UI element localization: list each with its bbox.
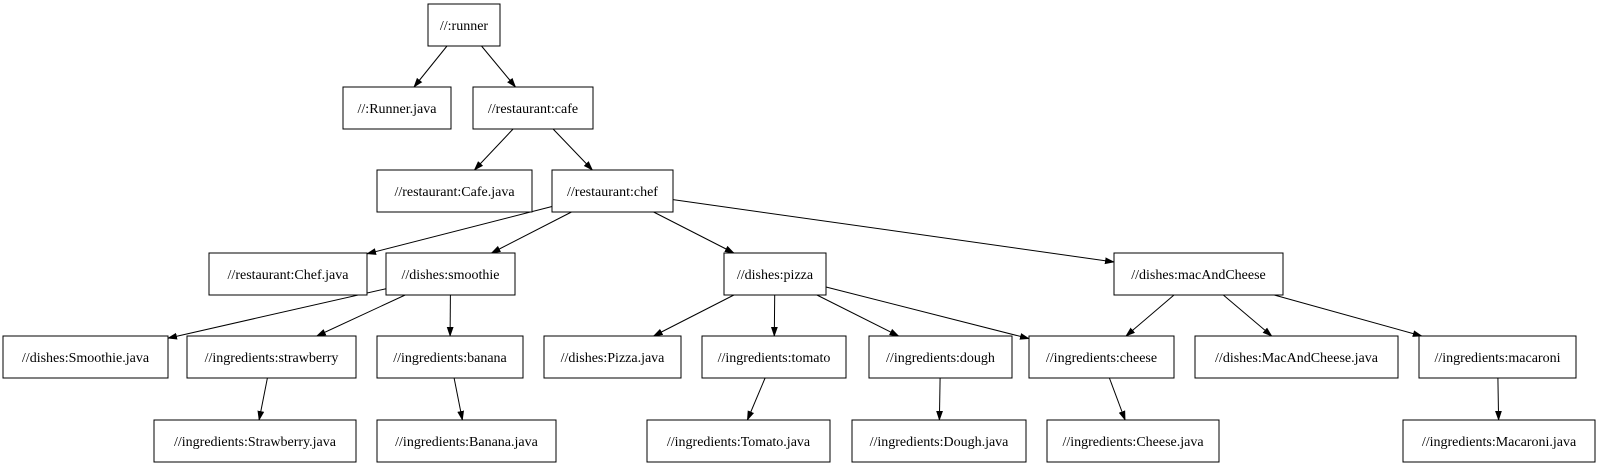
node-label: //ingredients:macaroni [1435, 351, 1561, 366]
graph-node-mac-and-cheese: //dishes:macAndCheese [1113, 252, 1284, 296]
node-box [2, 335, 169, 379]
node-box [551, 169, 674, 213]
graph-edge-pizza-to-cheese [825, 286, 1030, 340]
node-box [646, 419, 831, 463]
node-label: //dishes:pizza [737, 268, 814, 283]
graph-node-macaroni-java: //ingredients:Macaroni.java [1402, 419, 1596, 463]
node-label: //ingredients:Tomato.java [667, 435, 811, 450]
graph-node-cheese-java: //ingredients:Cheese.java [1046, 419, 1220, 463]
graph-node-pizza-java: //dishes:Pizza.java [543, 335, 682, 379]
graph-edge-mac-and-cheese-to-macaroni [1274, 294, 1423, 337]
graph-node-chef: //restaurant:chef [551, 169, 674, 213]
graph-node-dough: //ingredients:dough [868, 335, 1013, 379]
node-label: //restaurant:chef [567, 185, 658, 200]
graph-edge-chef-to-mac-and-cheese [672, 199, 1115, 265]
node-box [376, 335, 524, 379]
graph-edge-cheese-to-cheese-java [1108, 377, 1126, 421]
graph-node-tomato: //ingredients:tomato [701, 335, 847, 379]
graph-node-chef-java: //restaurant:Chef.java [208, 252, 368, 296]
graph-node-smoothie: //dishes:smoothie [385, 252, 516, 296]
graph-edge-runner-to-cafe [481, 45, 517, 88]
graph-node-cheese: //ingredients:cheese [1028, 335, 1175, 379]
node-label: //ingredients:tomato [718, 351, 831, 366]
graph-edge-pizza-to-pizza-java [652, 294, 735, 337]
node-box [1418, 335, 1577, 379]
node-box [427, 3, 501, 47]
graph-node-strawberry-java: //ingredients:Strawberry.java [153, 419, 357, 463]
node-label: //restaurant:Chef.java [228, 268, 350, 283]
node-box [385, 252, 516, 296]
graph-node-runner-java: //:Runner.java [342, 86, 452, 130]
graph-edge-banana-to-banana-java [453, 377, 464, 421]
node-box [1028, 335, 1175, 379]
node-label: //:Runner.java [358, 102, 438, 117]
graph-node-cafe: //restaurant:cafe [472, 86, 594, 130]
graph-node-runner: //:runner [427, 3, 501, 47]
graph-edge-tomato-to-tomato-java [746, 377, 766, 421]
graph-edge-dough-to-dough-java [936, 377, 943, 421]
graph-node-mac-and-cheese-java: //dishes:MacAndCheese.java [1194, 335, 1399, 379]
graph-edge-chef-to-smoothie [490, 211, 572, 254]
graph-edge-mac-and-cheese-to-mac-and-cheese-java [1222, 294, 1273, 337]
node-box [1402, 419, 1596, 463]
node-label: //dishes:smoothie [402, 268, 500, 283]
node-label: //ingredients:Cheese.java [1062, 435, 1204, 450]
node-box [376, 169, 533, 213]
node-label: //ingredients:Strawberry.java [174, 435, 337, 450]
graph-node-smoothie-java: //dishes:Smoothie.java [2, 335, 169, 379]
node-label: //restaurant:Cafe.java [394, 185, 515, 200]
graph-edge-mac-and-cheese-to-cheese [1125, 294, 1175, 337]
graph-node-strawberry: //ingredients:strawberry [186, 335, 357, 379]
node-box [186, 335, 357, 379]
node-box [1046, 419, 1220, 463]
node-label: //ingredients:Banana.java [395, 435, 538, 450]
graph-node-banana: //ingredients:banana [376, 335, 524, 379]
node-box [376, 419, 557, 463]
node-box [1194, 335, 1399, 379]
graph-edge-pizza-to-dough [816, 294, 900, 337]
node-label: //ingredients:cheese [1046, 351, 1157, 366]
node-label: //dishes:MacAndCheese.java [1215, 351, 1379, 366]
graph-node-pizza: //dishes:pizza [723, 252, 827, 296]
graph-node-banana-java: //ingredients:Banana.java [376, 419, 557, 463]
graph-edge-cafe-to-chef [552, 128, 594, 171]
node-box [851, 419, 1027, 463]
graph-edge-strawberry-to-strawberry-java [257, 377, 268, 421]
node-box [342, 86, 452, 130]
graph-node-cafe-java: //restaurant:Cafe.java [376, 169, 533, 213]
graph-edge-smoothie-to-smoothie-java [167, 288, 387, 340]
node-box [472, 86, 594, 130]
node-box [153, 419, 357, 463]
graph-edge-chef-to-pizza [653, 211, 735, 254]
graph-edge-smoothie-to-strawberry [315, 294, 406, 337]
node-box [723, 252, 827, 296]
graph-edge-macaroni-to-macaroni-java [1495, 377, 1502, 421]
node-box [701, 335, 847, 379]
node-label: //ingredients:dough [886, 351, 995, 366]
node-label: //dishes:macAndCheese [1131, 268, 1266, 283]
node-label: //ingredients:Macaroni.java [1422, 435, 1577, 450]
graph-node-macaroni: //ingredients:macaroni [1418, 335, 1577, 379]
node-box [1113, 252, 1284, 296]
node-label: //dishes:Pizza.java [561, 351, 666, 366]
node-label: //ingredients:Dough.java [870, 435, 1010, 450]
graph-node-dough-java: //ingredients:Dough.java [851, 419, 1027, 463]
node-label: //restaurant:cafe [488, 102, 578, 117]
node-label: //dishes:Smoothie.java [22, 351, 150, 366]
graph-edge-runner-to-runner-java [413, 45, 448, 88]
node-box [208, 252, 368, 296]
graph-edge-chef-to-chef-java [366, 206, 553, 255]
node-label: //ingredients:banana [393, 351, 507, 366]
graph-edge-cafe-to-cafe-java [473, 128, 514, 171]
node-label: //:runner [440, 19, 489, 34]
graph-node-tomato-java: //ingredients:Tomato.java [646, 419, 831, 463]
node-box [868, 335, 1013, 379]
node-box [543, 335, 682, 379]
node-label: //ingredients:strawberry [205, 351, 339, 366]
